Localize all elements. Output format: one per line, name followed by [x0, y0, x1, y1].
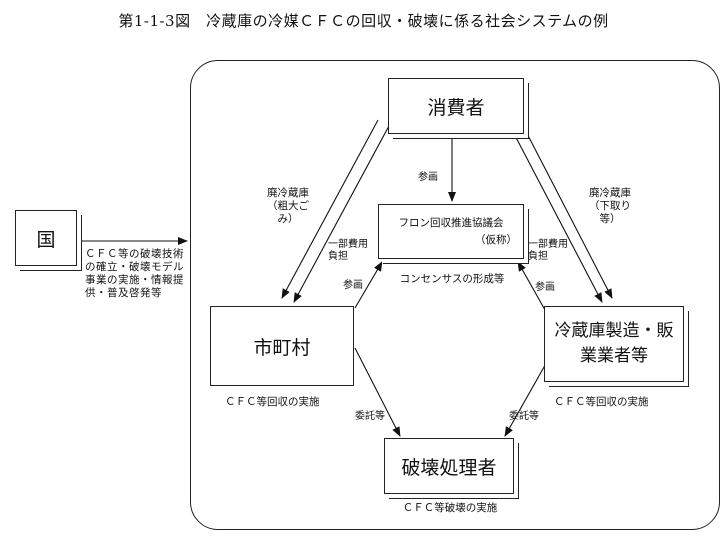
label-recovery-maker: ＣＦＣ等回収の実施 — [554, 396, 649, 408]
label-consign-right: 委託等 — [509, 411, 539, 422]
node-municipality-label: 市町村 — [253, 336, 311, 359]
node-destruction: 破壊処理者 — [384, 438, 514, 494]
node-kuni-label: 国 — [36, 228, 56, 251]
label-participation-top: 参画 — [418, 172, 438, 183]
arrow-consumer-to-municipality-a — [281, 119, 379, 299]
arrow-municipality-to-destruction — [354, 347, 401, 437]
label-waste-fridge-right: 廃冷蔵庫（下取り等） — [589, 187, 631, 225]
arrow-maker-to-council — [517, 261, 546, 311]
label-cost-share-left: 一部費用負担 — [328, 239, 368, 262]
node-consumer: 消費者 — [388, 78, 524, 134]
kuni-role-text: ＣＦＣ等の破壊技術の確立・破壊モデル事業の実施・情報提供・普及啓発等 — [85, 248, 184, 299]
node-kuni: 国 — [15, 210, 77, 266]
label-waste-fridge-left: 廃冷蔵庫（粗大ごみ） — [267, 187, 309, 225]
label-cost-share-right: 一部費用負担 — [528, 239, 568, 262]
node-council-note: （仮称） — [475, 233, 517, 246]
node-council: フロン回収推進協議会 （仮称） — [378, 204, 524, 259]
node-consumer-label: 消費者 — [427, 96, 485, 119]
node-maker: 冷蔵庫製造・販業業者等 — [544, 306, 684, 382]
arrow-maker-to-destruction — [504, 359, 549, 437]
label-recovery-municipality: ＣＦＣ等回収の実施 — [225, 396, 320, 408]
node-council-name: フロン回収推進協議会 — [398, 216, 504, 229]
arrow-consumer-to-municipality-b — [293, 123, 391, 303]
arrow-consumer-to-maker-b — [509, 125, 603, 303]
label-consensus: コンセンサスの形成等 — [399, 273, 505, 285]
node-destruction-label: 破壊処理者 — [401, 456, 497, 479]
node-municipality: 市町村 — [210, 306, 354, 386]
label-participation-right: 参画 — [535, 282, 555, 293]
label-participation-left: 参画 — [343, 280, 363, 291]
figure-title: 第1-1-3図 冷蔵庫の冷媒ＣＦＣの回収・破壊に係る社会システムの例 — [118, 12, 609, 30]
node-maker-label: 冷蔵庫製造・販業業者等 — [554, 321, 674, 366]
label-consign-left: 委託等 — [355, 411, 385, 422]
arrow-consumer-to-maker-a — [519, 119, 613, 299]
label-destruction-execution: ＣＦＣ等破壊の実施 — [402, 502, 498, 514]
society-system-frame — [190, 60, 720, 530]
arrow-municipality-to-council — [354, 261, 383, 309]
